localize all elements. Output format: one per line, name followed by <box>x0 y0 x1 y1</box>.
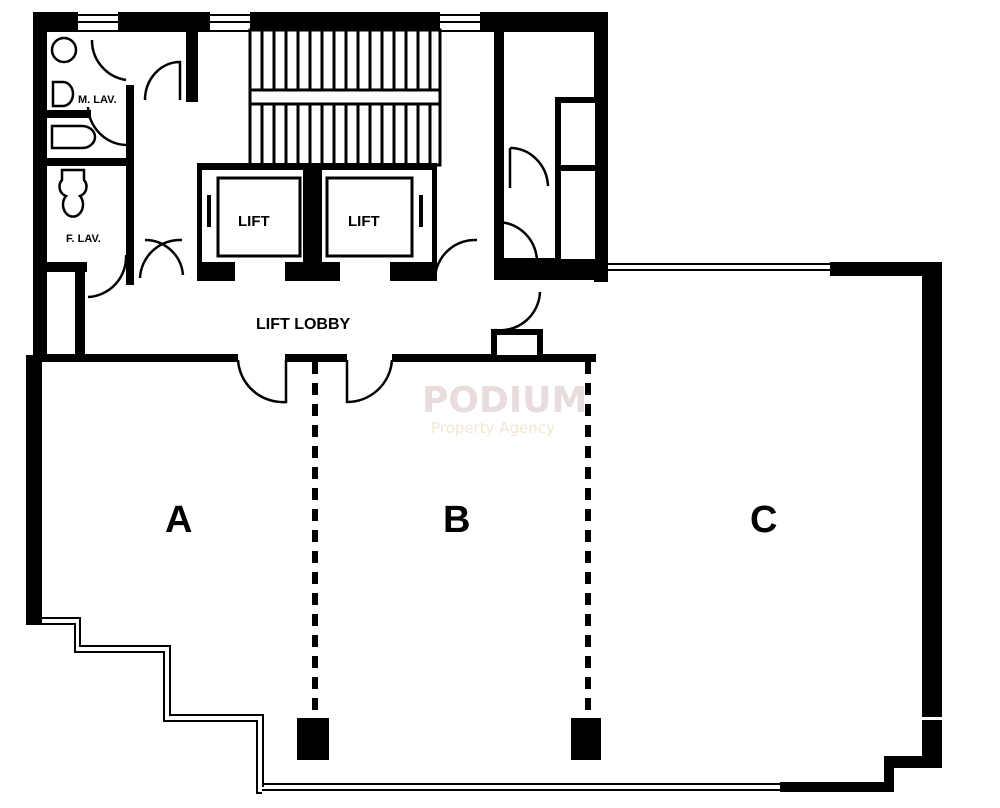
urinal-icon <box>51 80 75 108</box>
staircase <box>248 28 442 167</box>
stair-landing <box>248 88 442 106</box>
right-core-room <box>494 30 601 332</box>
office-outer-walls <box>26 262 942 792</box>
stepped-facade <box>42 617 264 794</box>
basin-icon <box>50 36 78 64</box>
unit-c-label: C <box>750 499 777 541</box>
lift-car-2 <box>325 176 414 258</box>
unit-dividers <box>312 362 591 715</box>
top-windows <box>78 10 480 30</box>
door-swing <box>90 39 127 82</box>
door-swing <box>87 254 128 299</box>
lift-1-label: LIFT <box>238 213 270 230</box>
lavatories <box>47 30 198 357</box>
door-swing <box>144 238 185 276</box>
toilet-icon <box>50 124 97 150</box>
column-c <box>571 718 601 760</box>
male-lavatory-label: M. LAV. <box>78 94 117 106</box>
column-b <box>297 718 329 760</box>
door-swing <box>86 106 127 147</box>
lift-shaft <box>197 163 437 282</box>
female-lavatory-label: F. LAV. <box>66 233 101 245</box>
lav-fixtures <box>50 36 185 299</box>
watermark-tagline: Property Agency <box>431 419 555 437</box>
lift-2-label: LIFT <box>348 213 380 230</box>
lift-lobby-walls <box>42 238 596 404</box>
lift-car-1 <box>216 176 302 258</box>
watermark-brand: PODIUM <box>422 380 587 421</box>
lift-lobby-label: LIFT LOBBY <box>256 316 351 333</box>
toilet-icon <box>58 168 88 218</box>
unit-b-label: B <box>443 499 470 541</box>
door-swing <box>143 60 182 101</box>
unit-a-label: A <box>165 499 192 541</box>
